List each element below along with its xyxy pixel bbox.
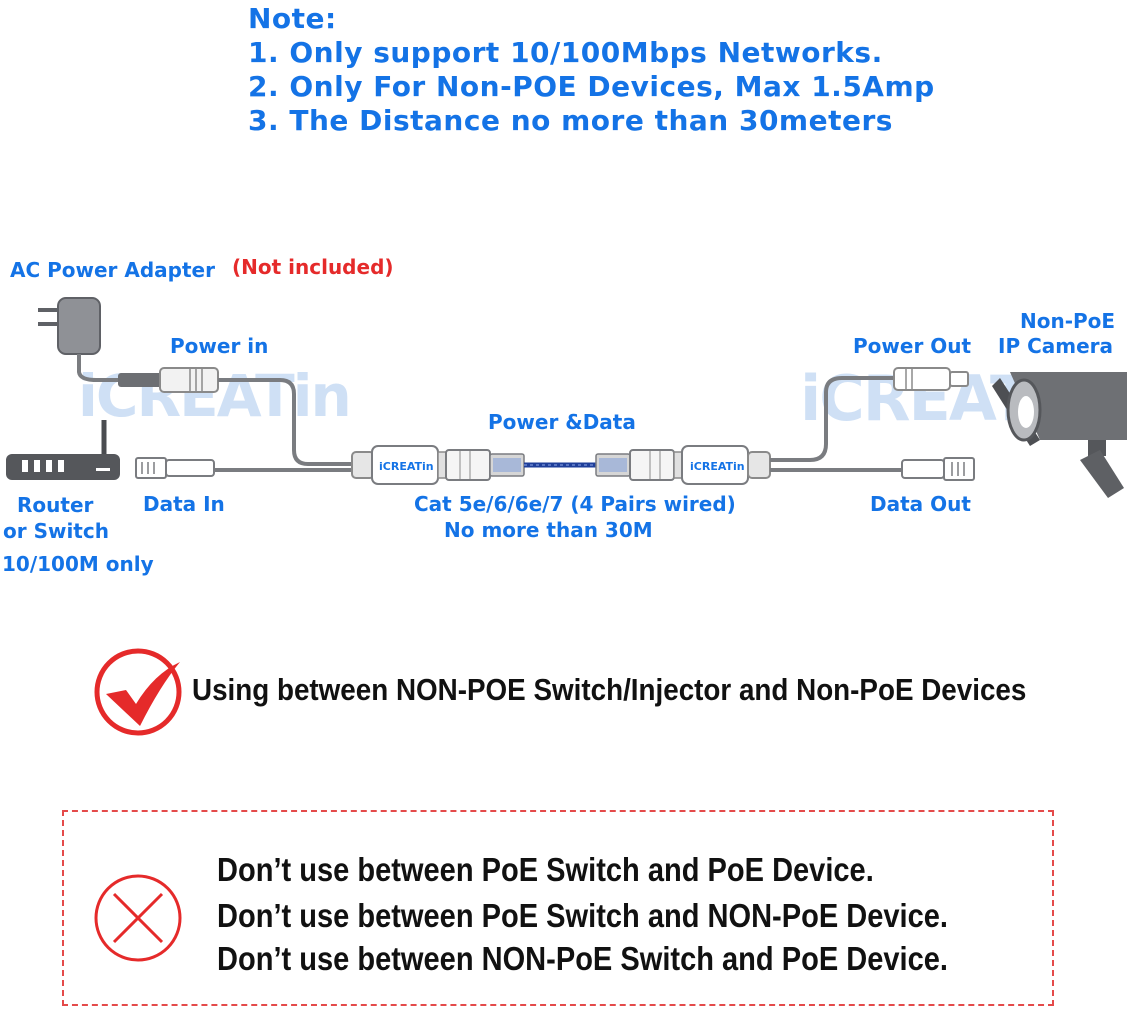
brand-small-right: iCREATin: [690, 460, 745, 473]
rj45-data-out-icon: [770, 457, 975, 481]
router-label-line3: 10/100M only: [2, 552, 154, 576]
diagram-drawing: iCREATin iCREATin: [6, 297, 1127, 498]
note-heading: Note:: [248, 2, 337, 35]
data-in-label: Data In: [143, 492, 225, 516]
wrong-usage-line-1: Don’t use between PoE Switch and PoE Dev…: [217, 851, 874, 888]
camera-label-line2: IP Camera: [998, 334, 1113, 358]
router-icon: [6, 420, 120, 480]
brand-small-left: iCREATin: [379, 460, 434, 473]
power-out-label: Power Out: [853, 334, 972, 358]
power-data-label: Power &Data: [488, 410, 636, 434]
ac-adapter-icon: [38, 297, 118, 382]
dc-plug-power-in-icon: [118, 367, 352, 466]
note-item-2: 2. Only For Non-POE Devices, Max 1.5Amp: [248, 70, 935, 103]
rj45-data-in-icon: [135, 457, 352, 479]
check-icon: [94, 648, 182, 736]
wrong-usage-line-3: Don’t use between NON-PoE Switch and PoE…: [217, 940, 948, 977]
correct-usage-text: Using between NON-POE Switch/Injector an…: [192, 672, 1027, 707]
dc-plug-power-out-icon: [770, 367, 969, 462]
ac-adapter-label: AC Power Adapter: [10, 258, 215, 282]
cross-icon: [94, 874, 182, 962]
camera-label-line1: Non-PoE: [1020, 309, 1116, 333]
right-splitter-unit-icon: iCREATin: [595, 445, 771, 485]
power-in-label: Power in: [170, 334, 269, 358]
left-injector-unit-icon: iCREATin: [351, 445, 525, 485]
wrong-usage-line-2: Don’t use between PoE Switch and NON-PoE…: [217, 897, 948, 934]
cable-label-line2: No more than 30M: [444, 518, 653, 542]
not-included-label: (Not included): [232, 255, 394, 279]
wrong-usage-box: [62, 810, 1054, 1006]
ip-camera-icon: [992, 372, 1127, 498]
note-item-1: 1. Only support 10/100Mbps Networks.: [248, 36, 883, 69]
router-label-line1: Router: [17, 493, 94, 517]
data-out-label: Data Out: [870, 492, 971, 516]
note-item-3: 3. The Distance no more than 30meters: [248, 104, 893, 137]
cable-label-line1: Cat 5e/6/6e/7 (4 Pairs wired): [414, 492, 736, 516]
router-label-line2: or Switch: [3, 519, 109, 543]
